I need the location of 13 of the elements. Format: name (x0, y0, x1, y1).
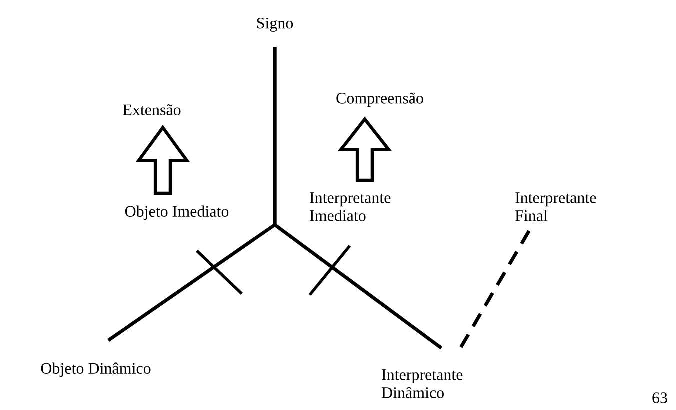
node-text: Interpretante Imediato (310, 192, 391, 222)
node-text: Signo (257, 18, 294, 32)
connector-line (460, 228, 532, 348)
node-text: Compreensão (336, 92, 424, 108)
node-text: Extensão (123, 104, 181, 116)
node-text: Interpretante Final (515, 192, 596, 222)
node-text: Objeto Imediato (125, 206, 229, 220)
block-arrow (136, 125, 190, 196)
node-text: Objeto Dinâmico (41, 362, 151, 378)
block-arrow (338, 116, 392, 182)
node-text: Interpretante Dinâmico (382, 370, 463, 398)
connector-line (273, 46, 443, 350)
page-number: 63 (652, 392, 668, 404)
